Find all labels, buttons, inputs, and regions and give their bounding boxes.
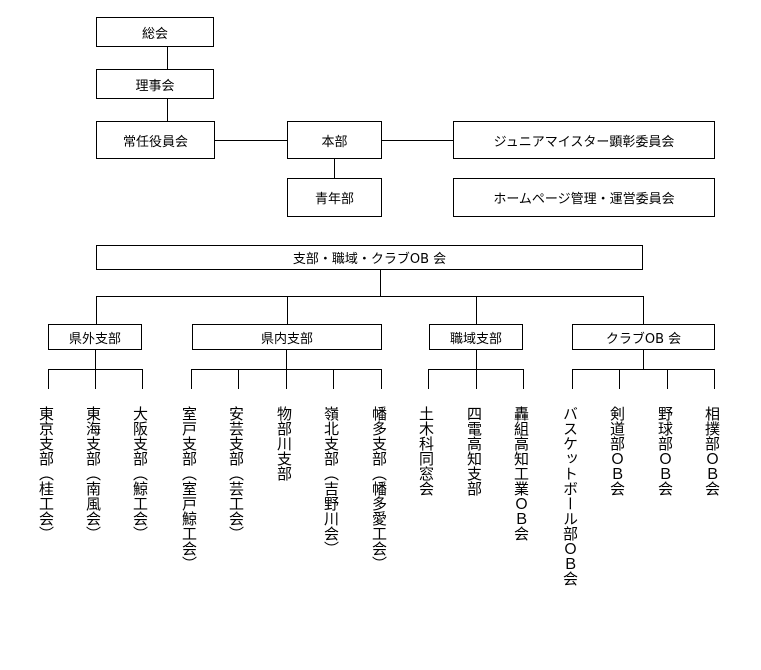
leaf-tick (191, 369, 192, 389)
outside-prefecture-branch-box: 県外支部 (48, 324, 142, 350)
leaf-tick (667, 369, 668, 389)
headquarters-box: 本部 (287, 121, 382, 159)
leaf-muroto-branch: 室戸支部（室戸鯨工会） (180, 406, 198, 571)
leaf-basketball-ob: バスケットボール部ＯＢ会 (561, 406, 579, 586)
leaf-sumo-ob: 相撲部ＯＢ会 (703, 406, 721, 496)
leaf-hata-branch: 幡多支部（幡多愛工会） (370, 406, 388, 571)
leaf-reihoku-branch: 嶺北支部（吉野川会） (322, 406, 340, 556)
workplace-branch-box: 職域支部 (429, 324, 523, 350)
homepage-committee-box: ホームページ管理・運営委員会 (453, 178, 715, 217)
standing-committee-box: 常任役員会 (96, 121, 215, 159)
branch-root-box: 支部・職域・クラブOB 会 (96, 245, 643, 270)
connector-board-standing (167, 99, 168, 121)
leaf-tokai-branch: 東海支部（南風会） (84, 406, 102, 541)
junior-meister-committee-box: ジュニアマイスター顕彰委員会 (453, 121, 715, 159)
connector-to-club (643, 296, 644, 324)
connector-to-outside (96, 296, 97, 324)
leaf-kendo-ob: 剣道部ＯＢ会 (608, 406, 626, 496)
connector-standing-hq (215, 140, 287, 141)
leaf-aki-branch: 安芸支部（芸工会） (227, 406, 245, 541)
leaf-tick (333, 369, 334, 389)
leaf-tick (572, 369, 573, 389)
board-box: 理事会 (96, 69, 214, 99)
leaf-tick (286, 369, 287, 389)
leaf-monobegawa-branch: 物部川支部 (275, 406, 293, 481)
connector-inside-down (286, 350, 287, 369)
connector-hq-junior (382, 140, 453, 141)
connector-to-inside (287, 296, 288, 324)
leaf-todoroki-gumi-ob: 轟組高知工業ＯＢ会 (512, 406, 530, 541)
leaf-osaka-branch: 大阪支部（鯨工会） (131, 406, 149, 541)
club-leaf-bus (572, 369, 715, 370)
leaf-tick (238, 369, 239, 389)
connector-assembly-board (167, 47, 168, 69)
leaf-tick (48, 369, 49, 389)
leaf-tokyo-branch: 東京支部（桂工会） (37, 406, 55, 541)
leaf-tick (142, 369, 143, 389)
leaf-tick (381, 369, 382, 389)
connector-workplace-down (476, 350, 477, 369)
leaf-tick (523, 369, 524, 389)
leaf-tick (714, 369, 715, 389)
connector-club-down (643, 350, 644, 369)
leaf-tick (619, 369, 620, 389)
connector-outside-down (95, 350, 96, 369)
leaf-tick (95, 369, 96, 389)
leaf-yonden-kochi-branch: 四電高知支部 (465, 406, 483, 496)
connector-to-workplace (476, 296, 477, 324)
general-assembly-box: 総会 (96, 17, 214, 47)
leaf-tick (476, 369, 477, 389)
leaf-baseball-ob: 野球部ＯＢ会 (656, 406, 674, 496)
leaf-tick (428, 369, 429, 389)
connector-groups-bus (96, 296, 644, 297)
youth-box: 青年部 (287, 178, 382, 217)
inside-prefecture-branch-box: 県内支部 (192, 324, 382, 350)
club-ob-box: クラブOB 会 (572, 324, 715, 350)
connector-root-down (380, 270, 381, 296)
connector-hq-youth (334, 159, 335, 178)
leaf-civil-engineering-alumni: 土木科同窓会 (417, 406, 435, 496)
